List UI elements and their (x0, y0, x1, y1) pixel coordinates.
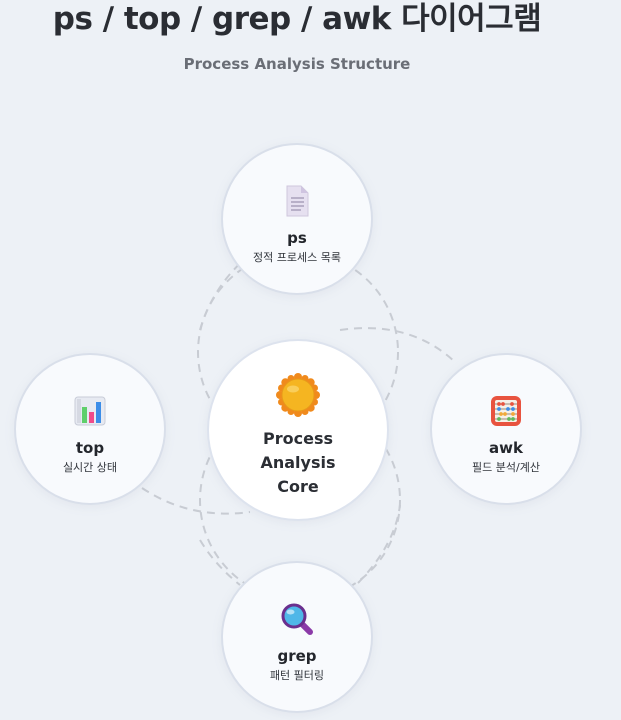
connector-top-grep (199, 539, 241, 586)
awk-desc: 필드 분석/계산 (472, 461, 540, 474)
abacus-icon (488, 393, 524, 429)
ps-desc: 정적 프로세스 목록 (253, 251, 341, 264)
page-title: ps / top / grep / awk 다이어그램 (52, 1, 542, 37)
bar-chart-icon (72, 393, 108, 429)
ps-node[interactable]: ps 정적 프로세스 목록 (221, 143, 373, 295)
center-title-line-2: Analysis (260, 453, 336, 472)
connector-center-awk (339, 327, 456, 363)
top-title: top (75, 439, 105, 457)
document-icon (279, 183, 315, 219)
center-node[interactable]: Process Analysis Core (207, 339, 389, 521)
page-subtitle: Process Analysis Structure (183, 55, 411, 73)
grep-node[interactable]: grep 패턴 필터링 (221, 561, 373, 713)
grep-title: grep (277, 647, 317, 665)
awk-title: awk (489, 439, 523, 457)
connector-grep-awk (357, 504, 401, 584)
awk-node[interactable]: awk 필드 분석/계산 (430, 353, 582, 505)
magnifier-icon (279, 601, 315, 637)
grep-desc: 패턴 필터링 (269, 669, 325, 682)
center-title-line-3: Core (277, 477, 319, 496)
top-desc: 실시간 상태 (62, 461, 118, 474)
top-node[interactable]: top 실시간 상태 (14, 353, 166, 505)
ps-title: ps (287, 229, 307, 247)
sun-icon (276, 373, 320, 417)
center-title-line-1: Process (263, 429, 333, 448)
center-title: Process Analysis Core (209, 427, 387, 499)
